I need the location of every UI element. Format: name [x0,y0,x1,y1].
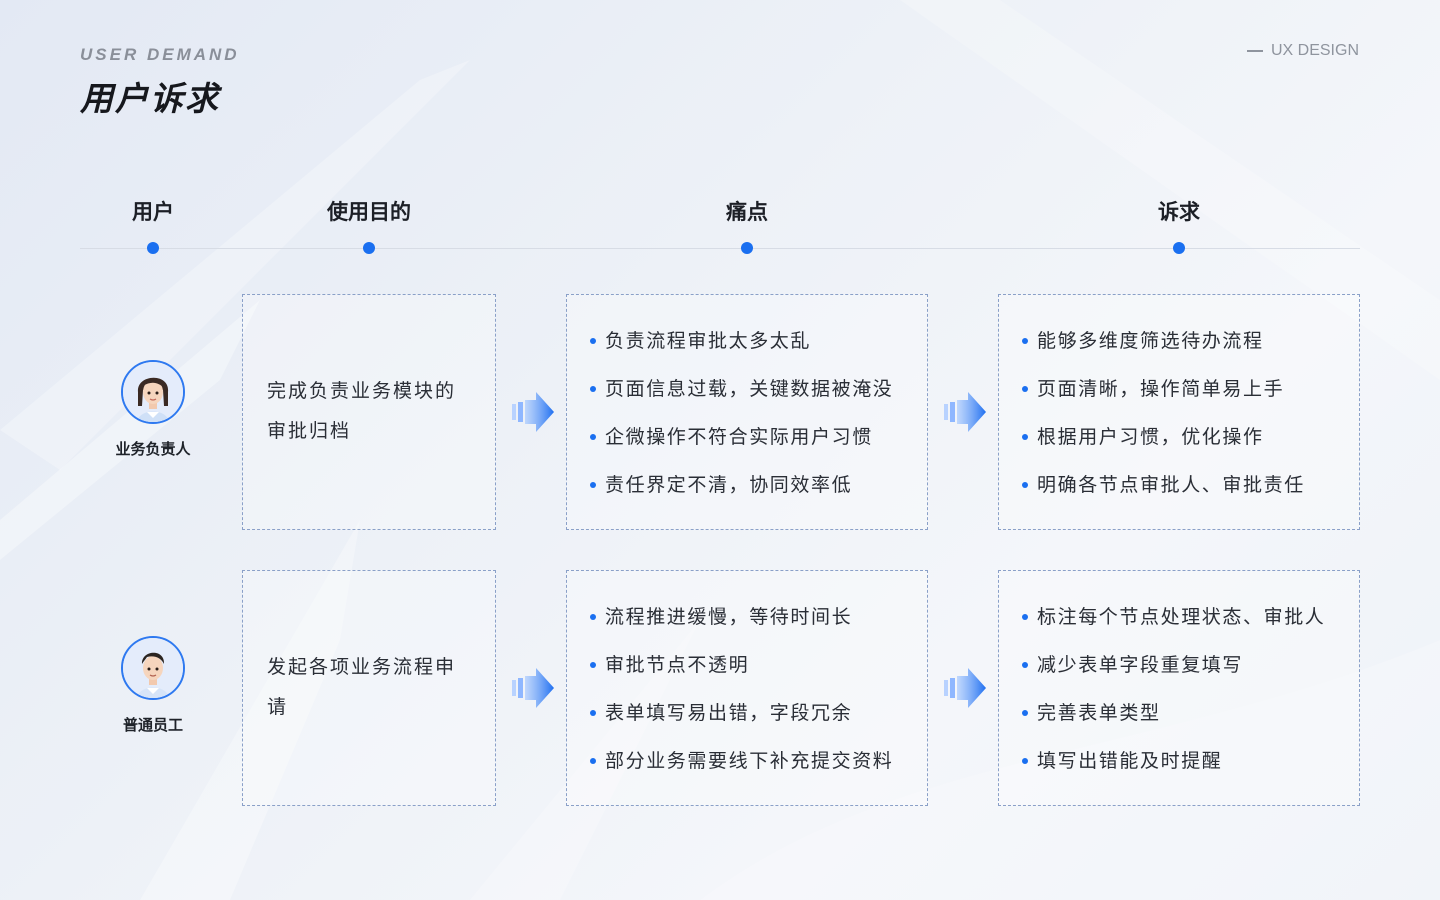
demand-item: 明确各节点审批人、审批责任 [1022,465,1305,513]
demand-list: 标注每个节点处理状态、审批人 减少表单字段重复填写 完善表单类型 填写出错能及时… [1022,597,1325,789]
arrow-right-icon [944,668,986,708]
demand-item: 能够多维度筛选待办流程 [1022,321,1305,369]
pain-item: 表单填写易出错，字段冗余 [590,693,893,741]
pain-item: 审批节点不透明 [590,645,893,693]
tag-dash [1246,50,1263,52]
page-title: 用户诉求 [80,79,220,118]
pain-card: 负责流程审批太多太乱 页面信息过载，关键数据被淹没 企微操作不符合实际用户习惯 … [566,294,928,530]
purpose-text: 完成负责业务模块的审批归档 [267,380,457,442]
user-profile: 业务负责人 [93,360,213,459]
pain-item: 负责流程审批太多太乱 [590,321,893,369]
pain-card: 流程推进缓慢，等待时间长 审批节点不透明 表单填写易出错，字段冗余 部分业务需要… [566,570,928,806]
user-name: 业务负责人 [115,440,191,458]
tag-label: UX DESIGN [1270,42,1359,59]
pain-item: 部分业务需要线下补充提交资料 [590,741,893,789]
arrow-right-icon [944,392,986,432]
column-header-purpose: 使用目的 [327,200,411,224]
pain-item: 责任界定不清，协同效率低 [590,465,893,513]
timeline-dot-pain [741,242,753,254]
demand-card: 能够多维度筛选待办流程 页面清晰，操作简单易上手 根据用户习惯，优化操作 明确各… [998,294,1360,530]
pain-item: 企微操作不符合实际用户习惯 [590,417,893,465]
female-avatar-icon [121,360,185,424]
pain-item: 页面信息过载，关键数据被淹没 [590,369,893,417]
purpose-card: 完成负责业务模块的审批归档 [242,294,496,530]
pain-item: 流程推进缓慢，等待时间长 [590,597,893,645]
pain-list: 负责流程审批太多太乱 页面信息过载，关键数据被淹没 企微操作不符合实际用户习惯 … [590,321,893,513]
user-name: 普通员工 [122,716,183,734]
arrow-right-icon [512,668,554,708]
demand-list: 能够多维度筛选待办流程 页面清晰，操作简单易上手 根据用户习惯，优化操作 明确各… [1022,321,1305,513]
column-header-demand: 诉求 [1158,200,1200,224]
demand-card: 标注每个节点处理状态、审批人 减少表单字段重复填写 完善表单类型 填写出错能及时… [998,570,1360,806]
demand-item: 减少表单字段重复填写 [1022,645,1325,693]
timeline-dot-user [147,242,159,254]
arrow-right-icon [512,392,554,432]
user-profile: 普通员工 [93,636,213,735]
demand-item: 标注每个节点处理状态、审批人 [1022,597,1325,645]
pain-list: 流程推进缓慢，等待时间长 审批节点不透明 表单填写易出错，字段冗余 部分业务需要… [590,597,893,789]
demand-item: 填写出错能及时提醒 [1022,741,1325,789]
eyebrow-text: USER DEMAND [80,45,240,64]
purpose-card: 发起各项业务流程申请 [242,570,496,806]
timeline-dot-demand [1173,242,1185,254]
timeline-line [80,248,1360,249]
ux-design-tag: UX DESIGN [1246,42,1359,60]
timeline-dot-purpose [363,242,375,254]
column-header-pain: 痛点 [726,200,768,224]
male-avatar-icon [121,636,185,700]
column-header-user: 用户 [132,200,174,224]
demand-item: 页面清晰，操作简单易上手 [1022,369,1305,417]
demand-item: 完善表单类型 [1022,693,1325,741]
demand-item: 根据用户习惯，优化操作 [1022,417,1305,465]
purpose-text: 发起各项业务流程申请 [267,656,457,718]
